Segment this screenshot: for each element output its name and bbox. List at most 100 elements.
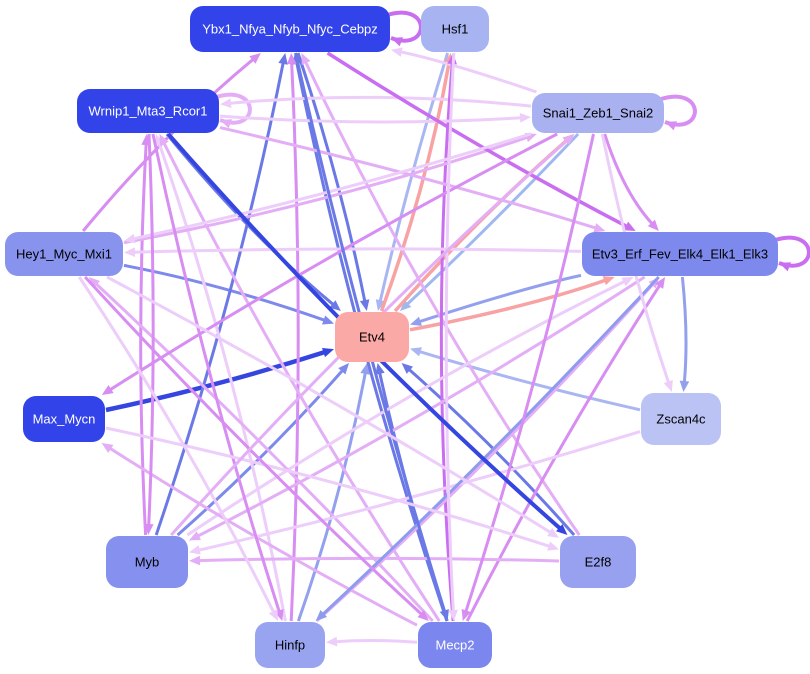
edge-hsf1-etv4 [378,52,450,303]
node-etv4-shape[interactable] [335,312,409,362]
edge-etv3-etv4 [418,273,582,324]
edge-snai1-mecp2-arrowhead [461,609,471,621]
edge-max_mycn-e2f8 [105,426,551,549]
edge-etv3-hinfp [321,275,660,616]
edge-zscan4c-myb [197,430,641,552]
edge-hey1-etv4 [123,263,326,323]
edge-layer [78,10,810,647]
edge-etv3-etv3-arrowhead [779,262,791,272]
edge-wrnip1-etv4-arrowhead [329,300,341,311]
edge-hey1-hinfp-arrowhead [268,609,279,621]
node-max_mycn-label: Max_Mycn [33,412,96,427]
edge-myb-ybx1-arrowhead [278,53,288,65]
node-hinfp-shape[interactable] [255,622,325,668]
node-ybx1[interactable]: Ybx1_Nfya_Nfyb_Nfyc_Cebpz [190,6,390,52]
node-mecp2[interactable]: Mecp2 [418,622,492,668]
edge-snai1-wrnip1 [228,95,532,108]
node-hsf1-label: Hsf1 [442,22,469,37]
edge-mecp2-max_mycn [108,446,418,627]
edge-etv3-hey1 [132,247,582,254]
edge-wrnip1-wrnip1-selfloop [212,92,252,125]
node-wrnip1-shape[interactable] [77,89,219,133]
edge-hsf1-etv4-arrowhead [375,299,386,311]
node-etv3-label: Etv3_Erf_Fev_Elk4_Elk1_Elk3 [592,247,768,262]
edge-myb-etv3-arrowhead [621,277,634,287]
edge-snai1-etv4 [405,132,580,306]
edge-hey1-ybx1 [81,57,255,232]
node-zscan4c-label: Zscan4c [656,412,706,427]
edge-etv4-etv3 [409,278,607,332]
edge-snai1-etv3-arrowhead [647,219,659,231]
edge-hey1-ybx1-arrowhead [249,53,261,64]
edge-e2f8-myb-arrowhead [189,555,201,566]
edge-e2f8-myb [197,556,560,563]
node-etv3[interactable]: Etv3_Erf_Fev_Elk4_Elk1_Elk3 [582,232,778,276]
node-hey1-shape[interactable] [5,232,123,276]
node-zscan4c[interactable]: Zscan4c [641,393,721,445]
edge-hey1-e2f8-arrowhead [547,527,559,538]
node-snai1-label: Snai1_Zeb1_Snai2 [543,106,654,121]
node-myb-shape[interactable] [106,536,188,588]
edge-snai1-ybx1-arrowhead [391,47,403,57]
node-ybx1-shape[interactable] [190,6,390,52]
edge-etv3-hinfp-arrowhead [315,609,328,621]
edge-mecp2-wrnip1-arrowhead [159,134,169,146]
node-max_mycn-shape[interactable] [23,396,105,442]
edge-max_mycn-etv4-arrowhead [322,347,334,358]
edge-e2f8-ybx1-arrowhead [301,53,311,65]
node-hsf1-shape[interactable] [421,6,489,52]
node-zscan4c-shape[interactable] [641,393,721,445]
node-snai1[interactable]: Snai1_Zeb1_Snai2 [532,93,664,133]
node-hey1[interactable]: Hey1_Myc_Mxi1 [5,232,123,276]
node-wrnip1[interactable]: Wrnip1_Mta3_Rcor1 [77,89,219,133]
node-hinfp[interactable]: Hinfp [255,622,325,668]
edge-mecp2-hey1-arrowhead [88,277,101,289]
edge-ybx1-etv4 [296,52,367,303]
edge-mecp2-etv4-arrowhead [375,363,385,375]
node-myb[interactable]: Myb [106,536,188,588]
edge-myb-etv4 [176,368,345,537]
node-layer: Ybx1_Nfya_Nfyb_Nfyc_Cebpz Hsf1Wrnip1_Mta3… [5,6,778,668]
edge-hinfp-etv4-arrowhead [360,363,370,375]
node-hey1-label: Hey1_Myc_Mxi1 [16,247,112,262]
edge-etv3-zscan4c [680,276,688,384]
edge-hsf1-mecp2-arrowhead [448,609,458,621]
node-snai1-shape[interactable] [532,93,664,133]
edge-wrnip1-etv3 [219,126,598,230]
edge-myb-snai1-arrowhead [562,134,575,145]
edge-myb-ybx1 [154,61,285,536]
edge-ybx1-etv3 [326,51,629,229]
edge-hinfp-ybx1 [289,61,300,622]
edge-snai1-wrnip1-arrowhead [220,98,232,109]
edge-zscan4c-etv4-arrowhead [410,347,422,357]
node-mecp2-shape[interactable] [418,622,492,668]
edge-mecp2-max_mycn-arrowhead [101,443,114,453]
node-hsf1[interactable]: Hsf1 [421,6,489,52]
edge-hey1-mecp2 [83,275,424,617]
edge-hey1-mecp2-arrowhead [417,610,429,621]
node-mecp2-label: Mecp2 [435,638,474,653]
edge-snai1-etv3 [603,133,654,226]
edge-mecp2-wrnip1 [162,141,441,622]
edge-ybx1-ybx1-arrowhead [391,37,403,47]
edge-mecp2-hsf1 [439,61,455,622]
edge-mecp2-hinfp [334,638,418,644]
node-etv3-shape[interactable] [582,232,778,276]
edge-ybx1-etv3-arrowhead [623,221,636,231]
node-max_mycn[interactable]: Max_Mycn [23,396,105,442]
edge-snai1-etv4-arrowhead [399,299,412,311]
edge-snai1-snai1-arrowhead [665,121,677,131]
node-e2f8-shape[interactable] [560,536,636,588]
edge-max_mycn-e2f8-arrowhead [547,541,559,551]
node-etv4[interactable]: Etv4 [335,312,409,362]
edge-hinfp-ybx1-arrowhead [286,53,297,65]
edge-mecp2-hey1 [94,282,434,623]
node-e2f8[interactable]: E2f8 [560,536,636,588]
edge-zscan4c-myb-arrowhead [189,545,201,555]
edge-wrnip1-myb-arrowhead [143,523,154,535]
edge-mecp2-hinfp-arrowhead [326,636,338,647]
edge-snai1-zscan4c-arrowhead [663,380,673,392]
edge-e2f8-ybx1 [303,60,581,536]
edge-snai1-ybx1 [399,50,537,94]
